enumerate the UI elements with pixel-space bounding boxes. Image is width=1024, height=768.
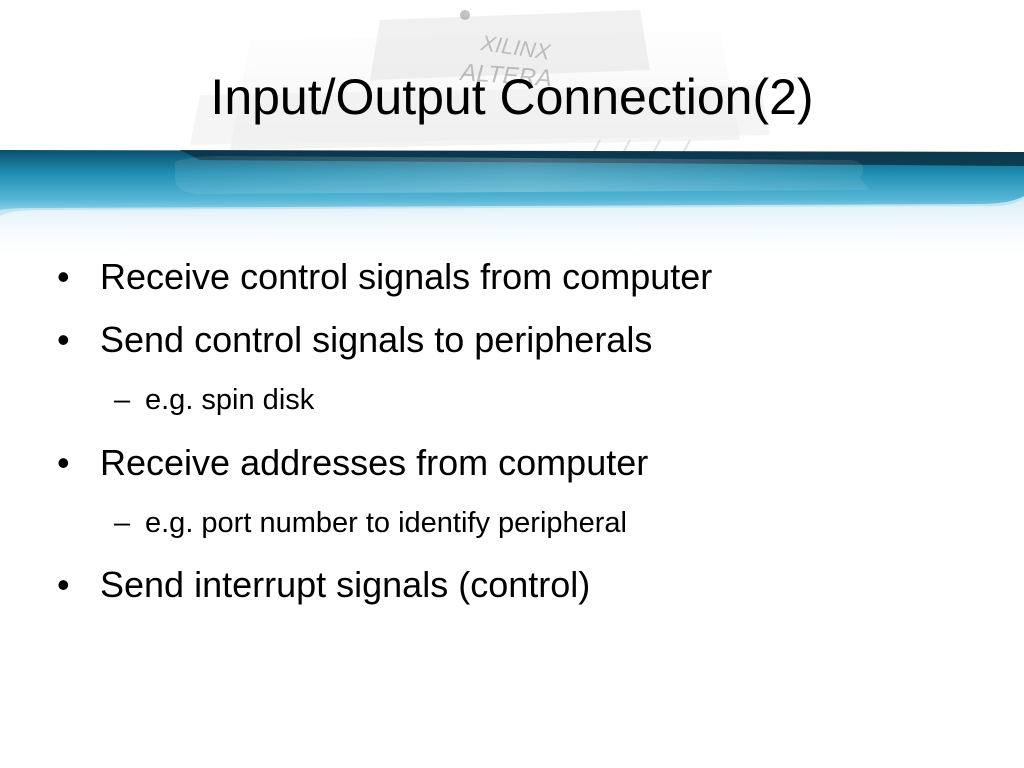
bullet-marker: • <box>57 319 70 360</box>
sub-bullet-marker: – <box>114 507 131 539</box>
slide-title: Input/Output Connection(2) <box>210 69 814 125</box>
bullet-text: Receive addresses from computer <box>100 442 649 483</box>
bullet-marker: • <box>57 256 70 297</box>
bullet-text: Receive control signals from computer <box>100 256 713 297</box>
chip-logo-altera: ALTERA <box>458 59 553 92</box>
bullet-text: Send interrupt signals (control) <box>100 564 591 605</box>
background-chip-image: XILINX ALTERA <box>190 10 770 166</box>
sub-bullet-text: e.g. spin disk <box>145 384 315 416</box>
sub-bullet-marker: – <box>114 384 131 416</box>
bullet-marker: • <box>57 564 70 605</box>
sub-bullet-text: e.g. port number to identify peripheral <box>145 507 627 539</box>
decorative-blue-band <box>0 150 1024 263</box>
bullet-text: Send control signals to peripherals <box>100 319 653 360</box>
bullet-marker: • <box>57 442 70 483</box>
